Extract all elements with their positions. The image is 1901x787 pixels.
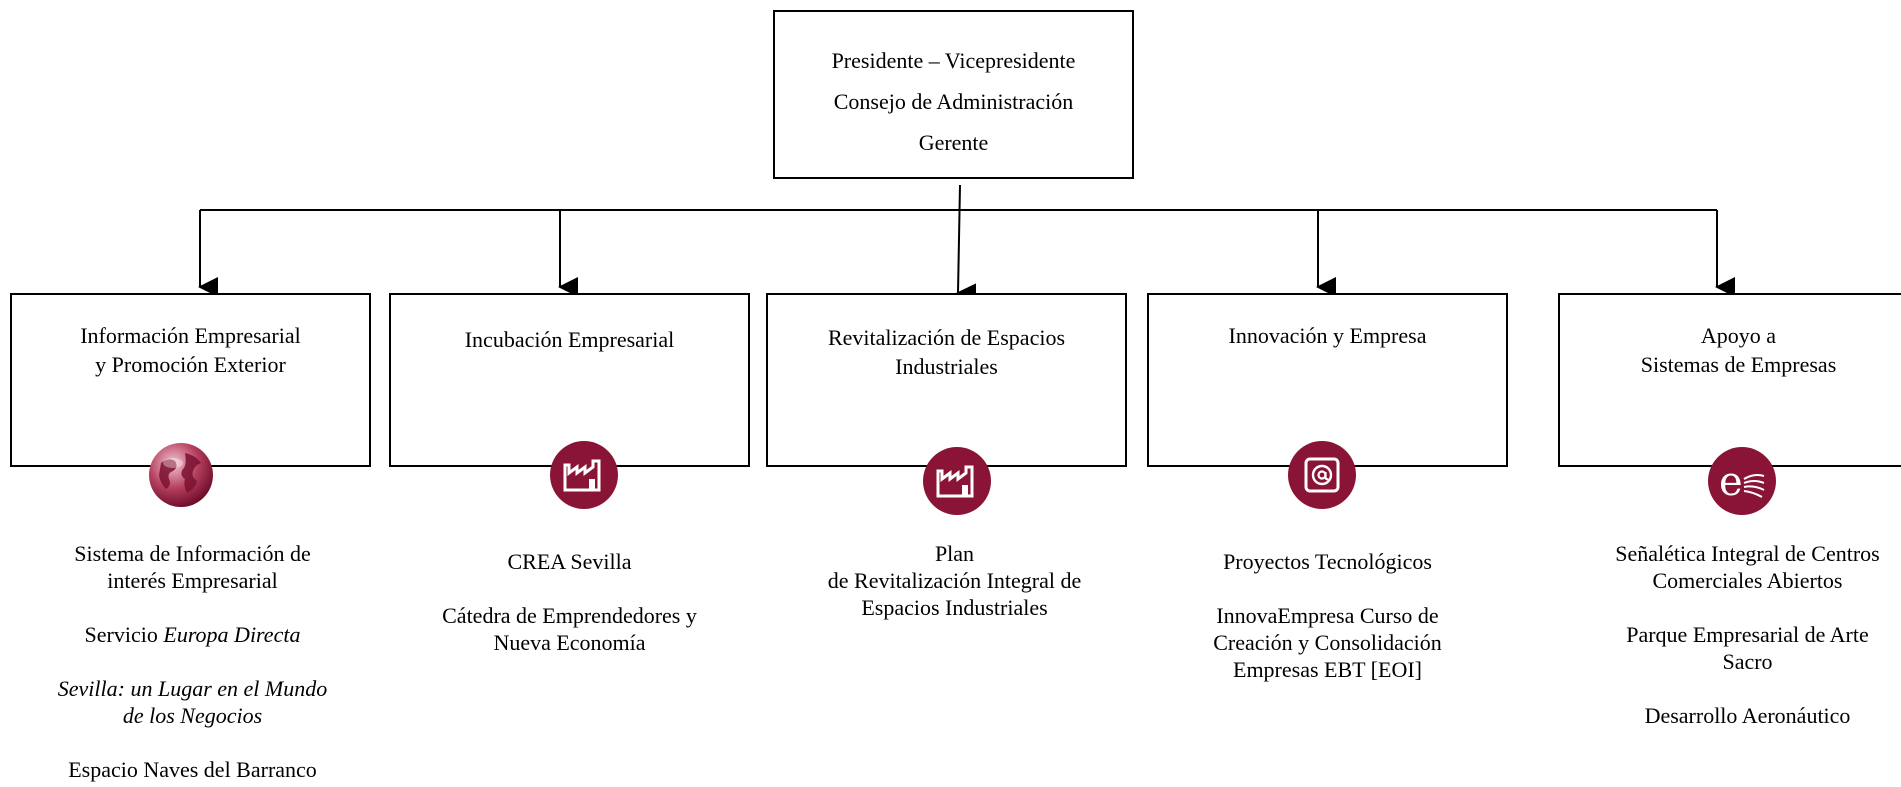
list-item: Proyectos Tecnológicos	[1223, 549, 1432, 574]
factory-icon	[550, 441, 618, 509]
department-items-informacion: Sistema de Información de interés Empres…	[12, 540, 373, 783]
list-item: CREA Sevilla	[507, 549, 632, 574]
list-item: Parque Empresarial de Arte Sacro	[1626, 622, 1869, 674]
item-emphasis: Europa Directa	[163, 622, 301, 647]
list-item: Sistema de Información de interés Empres…	[74, 541, 311, 593]
at-sign-icon	[1288, 441, 1356, 509]
list-item: Desarrollo Aeronáutico	[1644, 703, 1851, 728]
department-title: Apoyo a Sistemas de Empresas	[1640, 323, 1837, 377]
department-title: Innovación y Empresa	[1228, 323, 1427, 348]
svg-text:e: e	[1719, 459, 1743, 505]
department-title: Revitalización de Espacios Industriales	[827, 325, 1066, 379]
department-box-incubacion: Incubación Empresarial	[389, 293, 750, 467]
executive-line-2: Consejo de Administración	[833, 89, 1074, 114]
list-item: Espacio Naves del Barranco	[68, 757, 317, 782]
list-item: Servicio Europa Directa	[12, 621, 373, 648]
factory-icon	[923, 447, 991, 515]
executive-line-1: Presidente – Vicepresidente	[831, 48, 1076, 73]
department-items-incubacion: CREA Sevilla Cátedra de Emprendedores y …	[389, 548, 750, 656]
list-item: InnovaEmpresa Curso de Creación y Consol…	[1213, 603, 1442, 682]
list-item: Señalética Integral de Centros Comercial…	[1615, 541, 1880, 593]
department-box-apoyo: Apoyo a Sistemas de Empresas	[1558, 293, 1901, 467]
department-box-revitalizacion: Revitalización de Espacios Industriales	[766, 293, 1127, 467]
trunk-line	[956, 184, 977, 304]
department-title: Incubación Empresarial	[464, 327, 675, 352]
department-box-informacion: Información Empresarial y Promoción Exte…	[10, 293, 371, 467]
executive-box: Presidente – Vicepresidente Consejo de A…	[773, 10, 1134, 179]
department-title: Información Empresarial y Promoción Exte…	[80, 323, 301, 377]
e-logo-icon: e	[1708, 447, 1776, 515]
department-box-innovacion: Innovación y Empresa	[1147, 293, 1508, 467]
list-item: Sevilla: un Lugar en el Mundo de los Neg…	[57, 676, 328, 728]
item-prefix: Servicio	[84, 622, 164, 647]
executive-line-3: Gerente	[918, 130, 989, 155]
department-items-revitalizacion: Plan de Revitalización Integral de Espac…	[774, 540, 1135, 621]
globe-icon	[147, 441, 215, 509]
list-item: Plan de Revitalización Integral de Espac…	[827, 541, 1082, 620]
list-item: Cátedra de Emprendedores y Nueva Economí…	[442, 603, 697, 655]
department-items-apoyo: Señalética Integral de Centros Comercial…	[1594, 540, 1901, 729]
department-items-innovacion: Proyectos Tecnológicos InnovaEmpresa Cur…	[1147, 548, 1508, 683]
